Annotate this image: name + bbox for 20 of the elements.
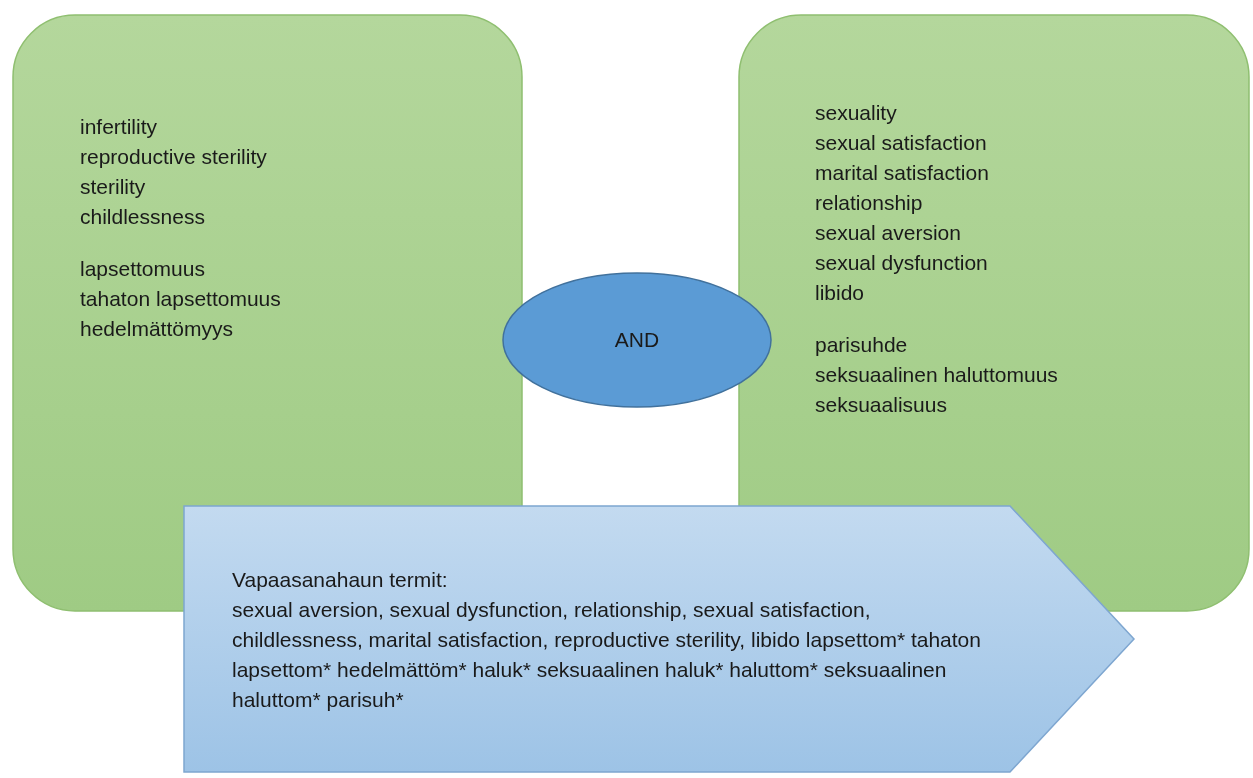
search-term: sexual dysfunction <box>815 250 988 276</box>
search-term: parisuhde <box>815 332 908 358</box>
heading: Vapaasanahaun termit: <box>232 567 448 593</box>
search-term: lapsettomuus <box>80 256 205 282</box>
search-term: relationship <box>815 190 923 216</box>
search-term: seksuaalinen haluttomuus <box>815 362 1058 388</box>
search-term: hedelmättömyys <box>80 316 233 342</box>
search-terms-paragraph: sexual aversion, sexual dysfunction, relationship, sexual satisfaction, childlessness, marital satisfaction, reproductive sterility, libido lapsettom* tahaton lapsettom* hedelmättöm* haluk* seksuaalinen haluk* haluttom* seksuaalinen haluttom* parisuh* <box>232 597 982 713</box>
search-term: seksuaalisuus <box>815 392 947 418</box>
search-term: sexual aversion <box>815 220 961 246</box>
search-term: childlessness <box>80 204 205 230</box>
search-term: marital satisfaction <box>815 160 989 186</box>
operator-label: AND <box>614 328 660 351</box>
search-term: infertility <box>80 114 158 140</box>
search-term: reproductive sterility <box>80 144 267 170</box>
search-term: sterility <box>80 174 146 200</box>
search-term: libido <box>815 280 865 306</box>
search-term: tahaton lapsettomuus <box>80 286 281 312</box>
search-term: sexual satisfaction <box>815 130 987 156</box>
search-term: sexuality <box>815 100 897 126</box>
